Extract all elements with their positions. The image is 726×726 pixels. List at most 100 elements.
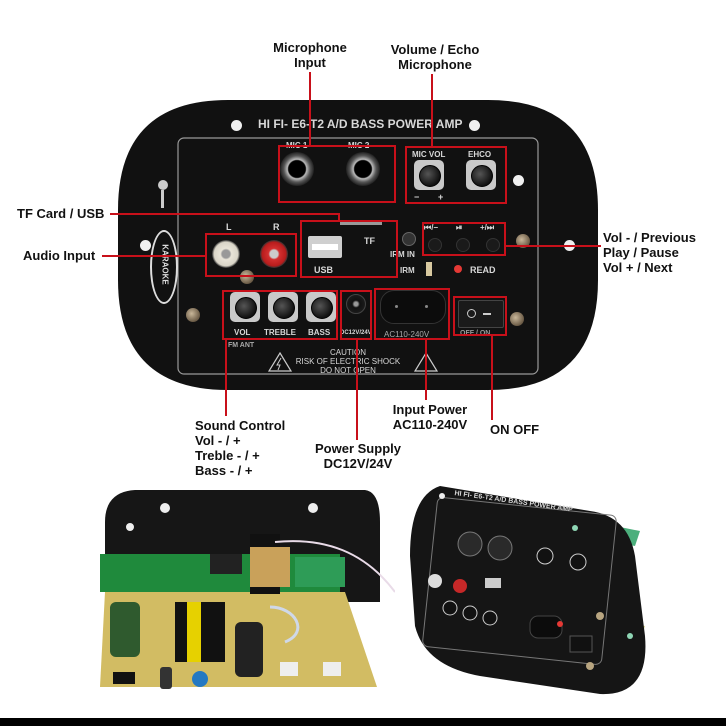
power-switch[interactable] — [458, 300, 504, 328]
callout-line-3: Vol + / Next — [603, 260, 673, 275]
leader-power-supply — [356, 340, 358, 440]
next-button-label: +/⏭ — [480, 223, 495, 232]
rca-left-jack[interactable] — [212, 240, 240, 268]
callout-line-2: Microphone — [398, 57, 472, 72]
caution-line: CAUTION — [330, 348, 366, 357]
echo-label: EHCO — [468, 150, 492, 159]
play-pause-button[interactable] — [456, 238, 470, 252]
mic-vol-label: MIC VOL — [412, 150, 446, 159]
leader-audio-input — [102, 255, 206, 257]
read-label: READ — [470, 265, 496, 275]
caution-line: RISK OF ELECTRIC SHOCK — [295, 357, 401, 366]
karaoke-logo: KARAOKE — [150, 230, 178, 304]
leader-media-buttons — [505, 245, 601, 247]
callout-line-1: Power Supply — [315, 441, 401, 456]
callout-line-2: DC12V/24V — [323, 456, 393, 471]
prev-button-label: ⏮/− — [424, 223, 439, 232]
mic1-jack[interactable] — [280, 152, 314, 186]
next-button[interactable] — [486, 238, 500, 252]
usb-port[interactable] — [308, 236, 342, 258]
callout-line-2: Vol - / + — [195, 433, 241, 448]
bass-label: BASS — [308, 328, 331, 337]
highlight-usb-tf — [300, 220, 398, 278]
highlight-mic-knobs — [405, 146, 507, 204]
callout-line-1: Volume / Echo — [390, 42, 480, 57]
play-button-label: ⏯ — [456, 223, 463, 232]
tf-card-slot[interactable] — [340, 222, 382, 225]
irm-label: IRM — [400, 266, 415, 275]
karaoke-text: KARAOKE — [160, 244, 170, 285]
fm-ant-label: FM ANT — [228, 342, 255, 349]
callout-line-1: Vol - / Previous — [603, 230, 696, 245]
bass-knob[interactable] — [306, 292, 336, 322]
highlight-power-switch — [453, 296, 507, 336]
left-label: L — [226, 222, 232, 232]
electric-warning-icon — [268, 352, 292, 372]
highlight-tone-knobs — [222, 290, 338, 340]
callout-microphone-input: Microphone Input — [265, 40, 355, 70]
minus-sign: − — [414, 192, 420, 202]
treble-label: TREBLE — [264, 328, 296, 337]
callout-tf-usb: TF Card / USB — [17, 206, 105, 221]
panel-angled-illustration — [410, 486, 646, 695]
board-rear-illustration — [100, 490, 396, 689]
dc-power-jack[interactable] — [346, 294, 366, 314]
irm-in-label: IRM IN — [390, 250, 415, 259]
screw — [510, 312, 524, 326]
plus-sign: + — [438, 192, 444, 202]
tf-label: TF — [364, 236, 375, 246]
leader-tf-usb-h — [110, 213, 340, 215]
echo-knob[interactable] — [466, 160, 496, 190]
dc-label: DC12V/24V — [340, 330, 372, 336]
mount-hole — [513, 175, 524, 186]
callout-media-buttons: Vol - / Previous Play / Pause Vol + / Ne… — [603, 230, 696, 275]
rca-right-jack[interactable] — [260, 240, 288, 268]
callout-line-3: Treble - / + — [195, 448, 260, 463]
leader-on-off — [491, 336, 493, 420]
callout-line-2: Input — [294, 55, 326, 70]
leader-input-power — [425, 340, 427, 400]
highlight-dc-jack — [340, 290, 372, 340]
leader-vol-echo — [431, 74, 433, 147]
bottom-border — [0, 718, 726, 726]
screw — [240, 270, 254, 284]
highlight-media-buttons — [422, 222, 506, 256]
callout-line-1: Input Power — [392, 402, 468, 417]
callout-on-off: ON OFF — [490, 422, 540, 437]
mount-hole — [140, 240, 151, 251]
callout-line-1: Microphone — [273, 40, 347, 55]
callout-volume-echo: Volume / Echo Microphone — [380, 42, 490, 72]
mount-hole — [231, 120, 242, 131]
callout-sound-control: Sound Control Vol - / + Treble - / + Bas… — [195, 418, 285, 478]
callout-power-supply: Power Supply DC12V/24V — [308, 441, 408, 471]
leader-mic-input — [309, 72, 311, 146]
mount-hole — [469, 120, 480, 131]
callout-line-2: AC110-240V — [392, 417, 468, 432]
off-on-label: OFF / ON — [460, 330, 491, 337]
screw — [186, 308, 200, 322]
highlight-rca — [205, 233, 297, 277]
callout-line-2: Play / Pause — [603, 245, 679, 260]
usb-label: USB — [314, 265, 334, 275]
prev-button[interactable] — [428, 238, 442, 252]
ac-power-socket[interactable] — [380, 290, 446, 324]
ac-label: AC110-240V — [384, 330, 430, 339]
caution-text: CAUTION RISK OF ELECTRIC SHOCK DO NOT OP… — [268, 348, 428, 375]
mic-vol-knob[interactable] — [414, 160, 444, 190]
highlight-ac-socket — [374, 288, 450, 340]
irm-switch[interactable] — [426, 262, 432, 276]
board-rear-photo — [95, 482, 396, 692]
read-led — [454, 265, 462, 273]
leader-tf-usb-v — [338, 213, 340, 221]
microphone-icon — [158, 180, 168, 210]
leader-sound-control — [225, 340, 227, 416]
vol-knob[interactable] — [230, 292, 260, 322]
treble-knob[interactable] — [268, 292, 298, 322]
right-label: R — [273, 222, 280, 232]
ir-receiver — [402, 232, 416, 246]
mic2-jack[interactable] — [346, 152, 380, 186]
callout-audio-input: Audio Input — [23, 248, 96, 263]
screw — [516, 234, 530, 248]
caution-line: DO NOT OPEN — [320, 366, 376, 375]
panel-angled-photo: HI FI- E6-T2 A/D BASS POWER AMP — [400, 476, 680, 706]
